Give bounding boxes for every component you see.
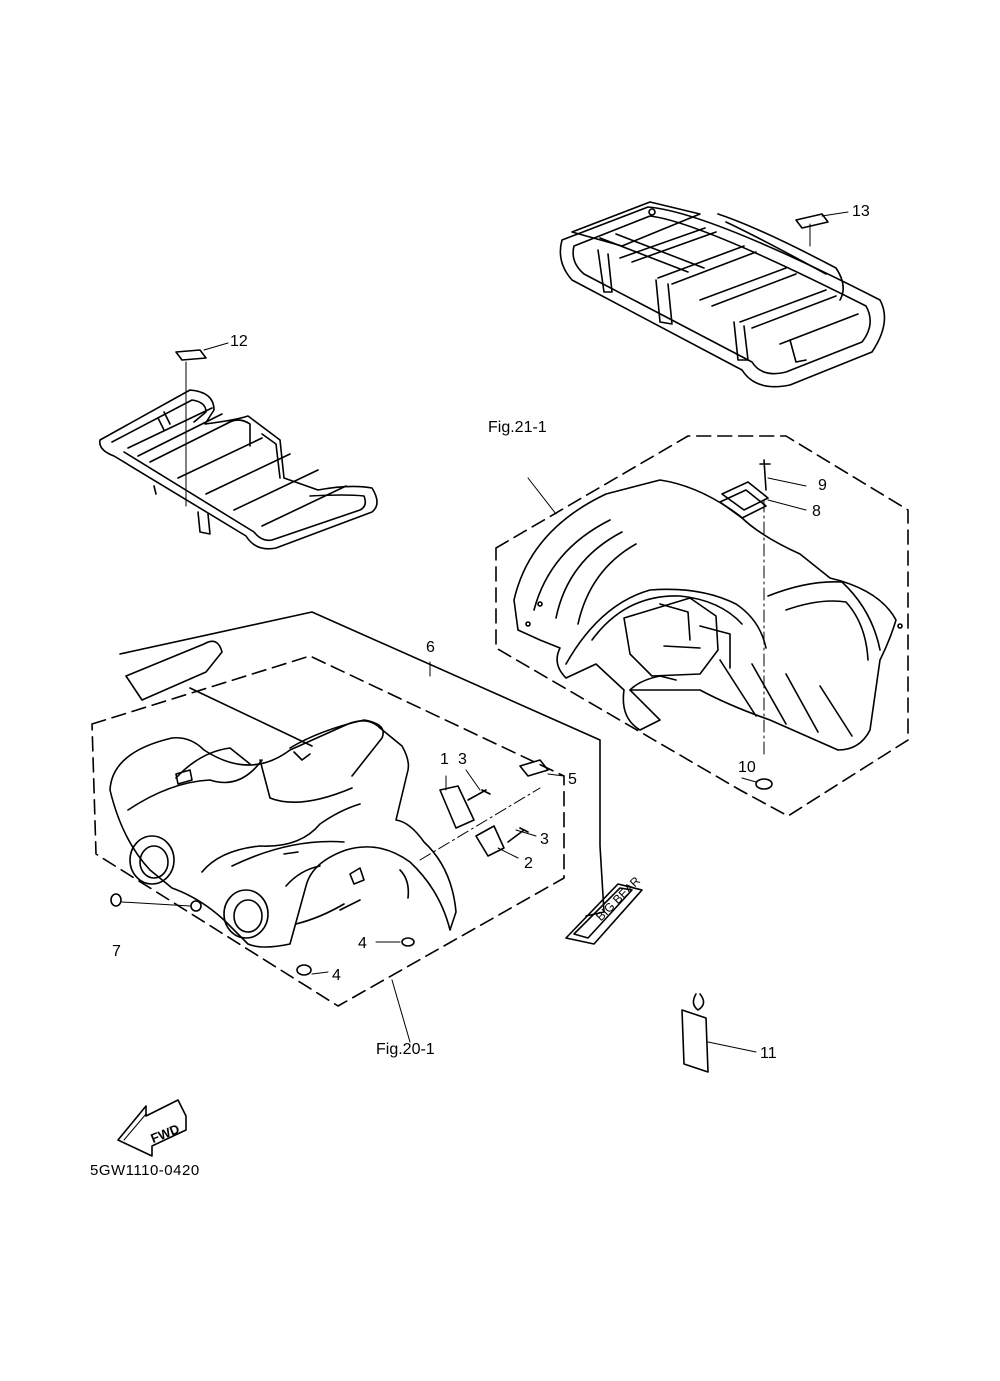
callout-11: 11 [760,1045,777,1062]
carrier-decal-shape [175,349,207,361]
front-carrier-drawing [98,389,378,550]
big-bear-emblem: BIG BEAR [565,874,643,945]
callout-13: 13 [852,203,870,220]
callout-6: 6 [426,639,435,656]
carrier-decal-shape [795,213,829,229]
callout-10: 10 [738,759,756,776]
figure-ref-front-fender: Fig.20-1 [376,1041,435,1058]
front-fender-drawing [91,611,605,1007]
callout-9: 9 [818,477,827,494]
callout-2: 2 [524,855,533,872]
grommet-4-shape [296,964,312,976]
screw-3-shape [467,789,491,801]
plate-2-shape [475,825,505,857]
callout-4b: 4 [332,967,341,984]
callout-4a: 4 [358,935,367,952]
callout-5: 5 [568,771,577,788]
decal-5-shape [519,759,549,777]
figure-ref-rear-fender: Fig.21-1 [488,419,547,436]
callout-12: 12 [230,333,248,350]
caution-tag-drawing [681,993,757,1073]
plug-7-shape [110,893,122,907]
fwd-arrow-icon: FWD [117,1099,187,1157]
callout-3a: 3 [458,751,467,768]
rear-carrier-drawing [559,201,886,388]
rear-fender-drawing [495,435,909,817]
plate-1-shape [439,785,475,829]
callout-1: 1 [440,751,449,768]
grommet-4-shape [401,937,415,947]
callout-8: 8 [812,503,821,520]
grommet-10-shape [755,778,773,790]
bolt-9-shape [759,459,771,491]
callout-3b: 3 [540,831,549,848]
plate-8-shape [721,481,769,511]
callout-7: 7 [112,943,121,960]
diagram-code: 5GW1110-0420 [90,1162,200,1179]
